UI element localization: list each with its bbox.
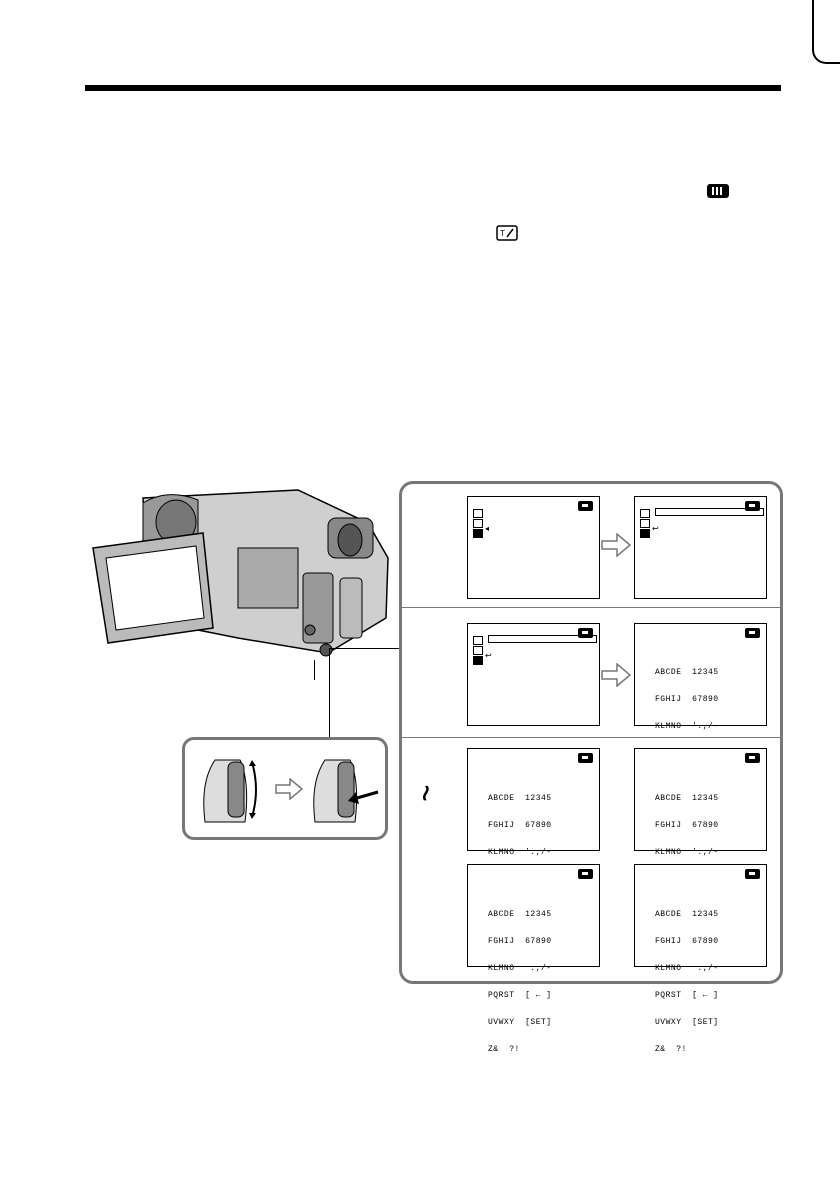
charset-row: UVWXY [SET] <box>488 1018 552 1027</box>
charset-row: KLMNO '.,/- <box>655 722 719 731</box>
character-set: ABCDE 12345 FGHIJ 67890 KLMNO .,/- PQRST… <box>655 892 719 1072</box>
cassette-memory-icon <box>640 519 650 528</box>
charset-row: ABCDE 12345 <box>488 910 552 919</box>
menu-icons: ↩ <box>473 636 492 666</box>
charset-row: FGHIJ 67890 <box>655 937 719 946</box>
menu-highlight-bar <box>488 635 597 643</box>
screen-charset-2: ABCDE 12345 FGHIJ 67890 KLMNO '.,/- PQRS… <box>467 748 600 938</box>
charset-row: ABCDE 12345 <box>655 794 719 803</box>
folder-icon <box>473 636 483 645</box>
charset-row: ABCDE 12345 <box>655 910 719 919</box>
callout-line-short <box>314 660 315 680</box>
title-edit-icon <box>473 656 483 665</box>
tape-icon <box>578 869 593 879</box>
right-arrow-icon <box>601 663 631 687</box>
step-divider-2 <box>402 737 780 738</box>
charset-row: ABCDE 12345 <box>655 668 719 677</box>
step-divider-1 <box>402 607 780 608</box>
charset-row: FGHIJ 67890 <box>488 821 552 830</box>
screen-charset-1: ABCDE 12345 FGHIJ 67890 KLMNO '.,/- PQRS… <box>634 623 767 812</box>
character-set: ABCDE 12345 FGHIJ 67890 KLMNO .,/- PQRST… <box>488 892 552 1072</box>
tape-icon <box>707 184 729 198</box>
folder-icon <box>473 509 483 518</box>
charset-row: FGHIJ 67890 <box>655 821 719 830</box>
tape-icon <box>745 753 760 763</box>
charset-row: FGHIJ 67890 <box>488 937 552 946</box>
screen-charset-5: ABCDE 12345 FGHIJ 67890 KLMNO .,/- PQRST… <box>634 864 767 1054</box>
title-edit-icon <box>473 529 483 538</box>
charset-row: Z& ?! <box>488 1045 520 1054</box>
tape-icon <box>578 628 593 638</box>
tape-icon <box>745 628 760 638</box>
right-arrow-icon <box>275 778 303 800</box>
steps-panel: ≀ <box>399 481 783 984</box>
charset-row: KLMNO .,/- <box>488 964 552 973</box>
cursor-arrow: ◂ <box>485 525 490 534</box>
tape-icon <box>745 501 760 511</box>
callout-line-vertical <box>329 648 330 738</box>
screen-menu-2: ↩ <box>634 496 767 599</box>
charset-row: KLMNO '.,/- <box>655 848 719 857</box>
charset-row: FGHIJ 67890 <box>655 695 719 704</box>
charset-row: Z& ?! <box>655 1045 687 1054</box>
return-arrow-icon: ↩ <box>652 525 659 534</box>
cassette-memory-icon <box>473 519 483 528</box>
dial-press-illustration <box>313 759 379 823</box>
title-edit-icon: T <box>496 225 518 241</box>
svg-text:T: T <box>500 229 505 238</box>
control-dial-box <box>182 737 388 840</box>
menu-icons: ↩ <box>640 509 659 539</box>
page-edge-tab <box>812 0 840 64</box>
charset-row: UVWXY [SET] <box>655 1018 719 1027</box>
folder-icon <box>640 509 650 518</box>
title-edit-icon <box>640 529 650 538</box>
tape-icon <box>578 753 593 763</box>
charset-row: KLMNO .,/- <box>655 964 719 973</box>
right-arrow-icon <box>601 533 631 557</box>
menu-icons: ◂ <box>473 509 489 539</box>
step-range-mark: ≀ <box>420 780 429 805</box>
cassette-memory-icon <box>473 646 483 655</box>
screen-charset-3: ABCDE 12345 FGHIJ 67890 KLMNO '.,/- PQRS… <box>634 748 767 938</box>
charset-row: ABCDE 12345 <box>488 794 552 803</box>
header-rule <box>85 85 781 91</box>
charset-row: KLMNO '.,/- <box>488 848 552 857</box>
screen-menu-1: ◂ <box>467 496 600 599</box>
screen-menu-3: ↩ <box>467 623 600 726</box>
dial-turn-illustration <box>203 759 257 823</box>
tape-icon <box>745 869 760 879</box>
return-arrow-icon: ↩ <box>485 652 492 661</box>
charset-row: PQRST [ ← ] <box>655 991 719 1000</box>
camcorder-illustration <box>92 489 389 657</box>
menu-highlight-bar <box>655 508 764 516</box>
screen-charset-4: ABCDE 12345 FGHIJ 67890 KLMNO .,/- PQRST… <box>467 864 600 1054</box>
callout-line-horizontal <box>330 648 400 649</box>
tape-icon <box>578 501 593 511</box>
charset-row: PQRST [ ← ] <box>488 991 552 1000</box>
